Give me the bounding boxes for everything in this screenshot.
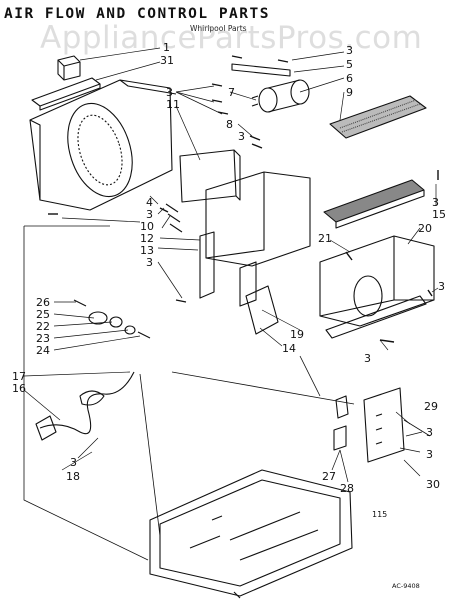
callout-label: 3 — [238, 130, 245, 143]
callout-label: 3 — [426, 426, 433, 439]
callout-label: 28 — [340, 482, 354, 495]
callout-label: 21 — [318, 232, 332, 245]
callout-label: 7 — [228, 86, 235, 99]
callout-label: 3 — [432, 196, 439, 209]
callout-label: 17 — [12, 370, 26, 383]
control-housing-part — [179, 149, 241, 203]
screw-parts — [48, 55, 439, 343]
callout-label: 3 — [438, 280, 445, 293]
foam-filter-part — [329, 95, 427, 139]
callout-label: 26 — [36, 296, 50, 309]
mounting-bracket-part — [231, 63, 291, 77]
callout-label: 13 — [140, 244, 154, 257]
callout-label: 3 — [346, 44, 353, 57]
page-title: AIR FLOW AND CONTROL PARTS — [4, 6, 270, 22]
callout-label: 24 — [36, 344, 50, 357]
callout-label: 23 — [36, 332, 50, 345]
callout-label: 12 — [140, 232, 154, 245]
front-panel-part — [29, 79, 177, 211]
callout-leaders — [23, 47, 439, 483]
callout-label: 5 — [346, 58, 353, 71]
page-number: 115 — [372, 510, 388, 519]
callout-label: 20 — [418, 222, 432, 235]
callout-label: 6 — [346, 72, 353, 85]
callout-label: 10 — [140, 220, 154, 233]
base-pan-part — [149, 469, 353, 599]
callout-label: 4 — [146, 196, 153, 209]
power-cord-part — [35, 371, 135, 441]
switch-panel-part — [333, 387, 405, 463]
callout-label: 14 — [282, 342, 296, 355]
watermark: AppliancePartsPros.com — [40, 20, 423, 56]
diagram-subtitle: Whirlpool Parts — [190, 24, 247, 33]
callout-label: 3 — [146, 208, 153, 221]
callout-label: 25 — [36, 308, 50, 321]
callout-label: 15 — [432, 208, 446, 221]
callout-label: 27 — [322, 470, 336, 483]
callout-label: 8 — [226, 118, 233, 131]
callout-label: 19 — [290, 328, 304, 341]
assembly-guide-lines — [23, 225, 431, 561]
callout-label: 29 — [424, 400, 438, 413]
fan-motor-parts — [73, 299, 151, 339]
callout-label: 22 — [36, 320, 50, 333]
filter-strip-part — [31, 77, 101, 111]
callout-label: 3 — [426, 448, 433, 461]
blower-housing-part — [319, 235, 435, 339]
callout-label: 9 — [346, 86, 353, 99]
control-knob-part — [57, 55, 81, 81]
callout-label: 1 — [163, 41, 170, 54]
callout-label: 16 — [12, 382, 26, 395]
capacitor-part — [251, 79, 310, 113]
callout-label: 11 — [166, 98, 180, 111]
callout-label: 3 — [70, 456, 77, 469]
callout-label: 3 — [364, 352, 371, 365]
callout-label: 31 — [160, 54, 174, 67]
callout-label: 3 — [146, 256, 153, 269]
control-panel-part — [199, 171, 311, 335]
evaporator-grille-part — [323, 179, 425, 229]
callout-label: 3 — [166, 86, 173, 99]
callout-label: 18 — [66, 470, 80, 483]
diagram-code: AC-9408 — [392, 582, 420, 590]
callout-label: 30 — [426, 478, 440, 491]
thermostat-part — [165, 203, 183, 233]
